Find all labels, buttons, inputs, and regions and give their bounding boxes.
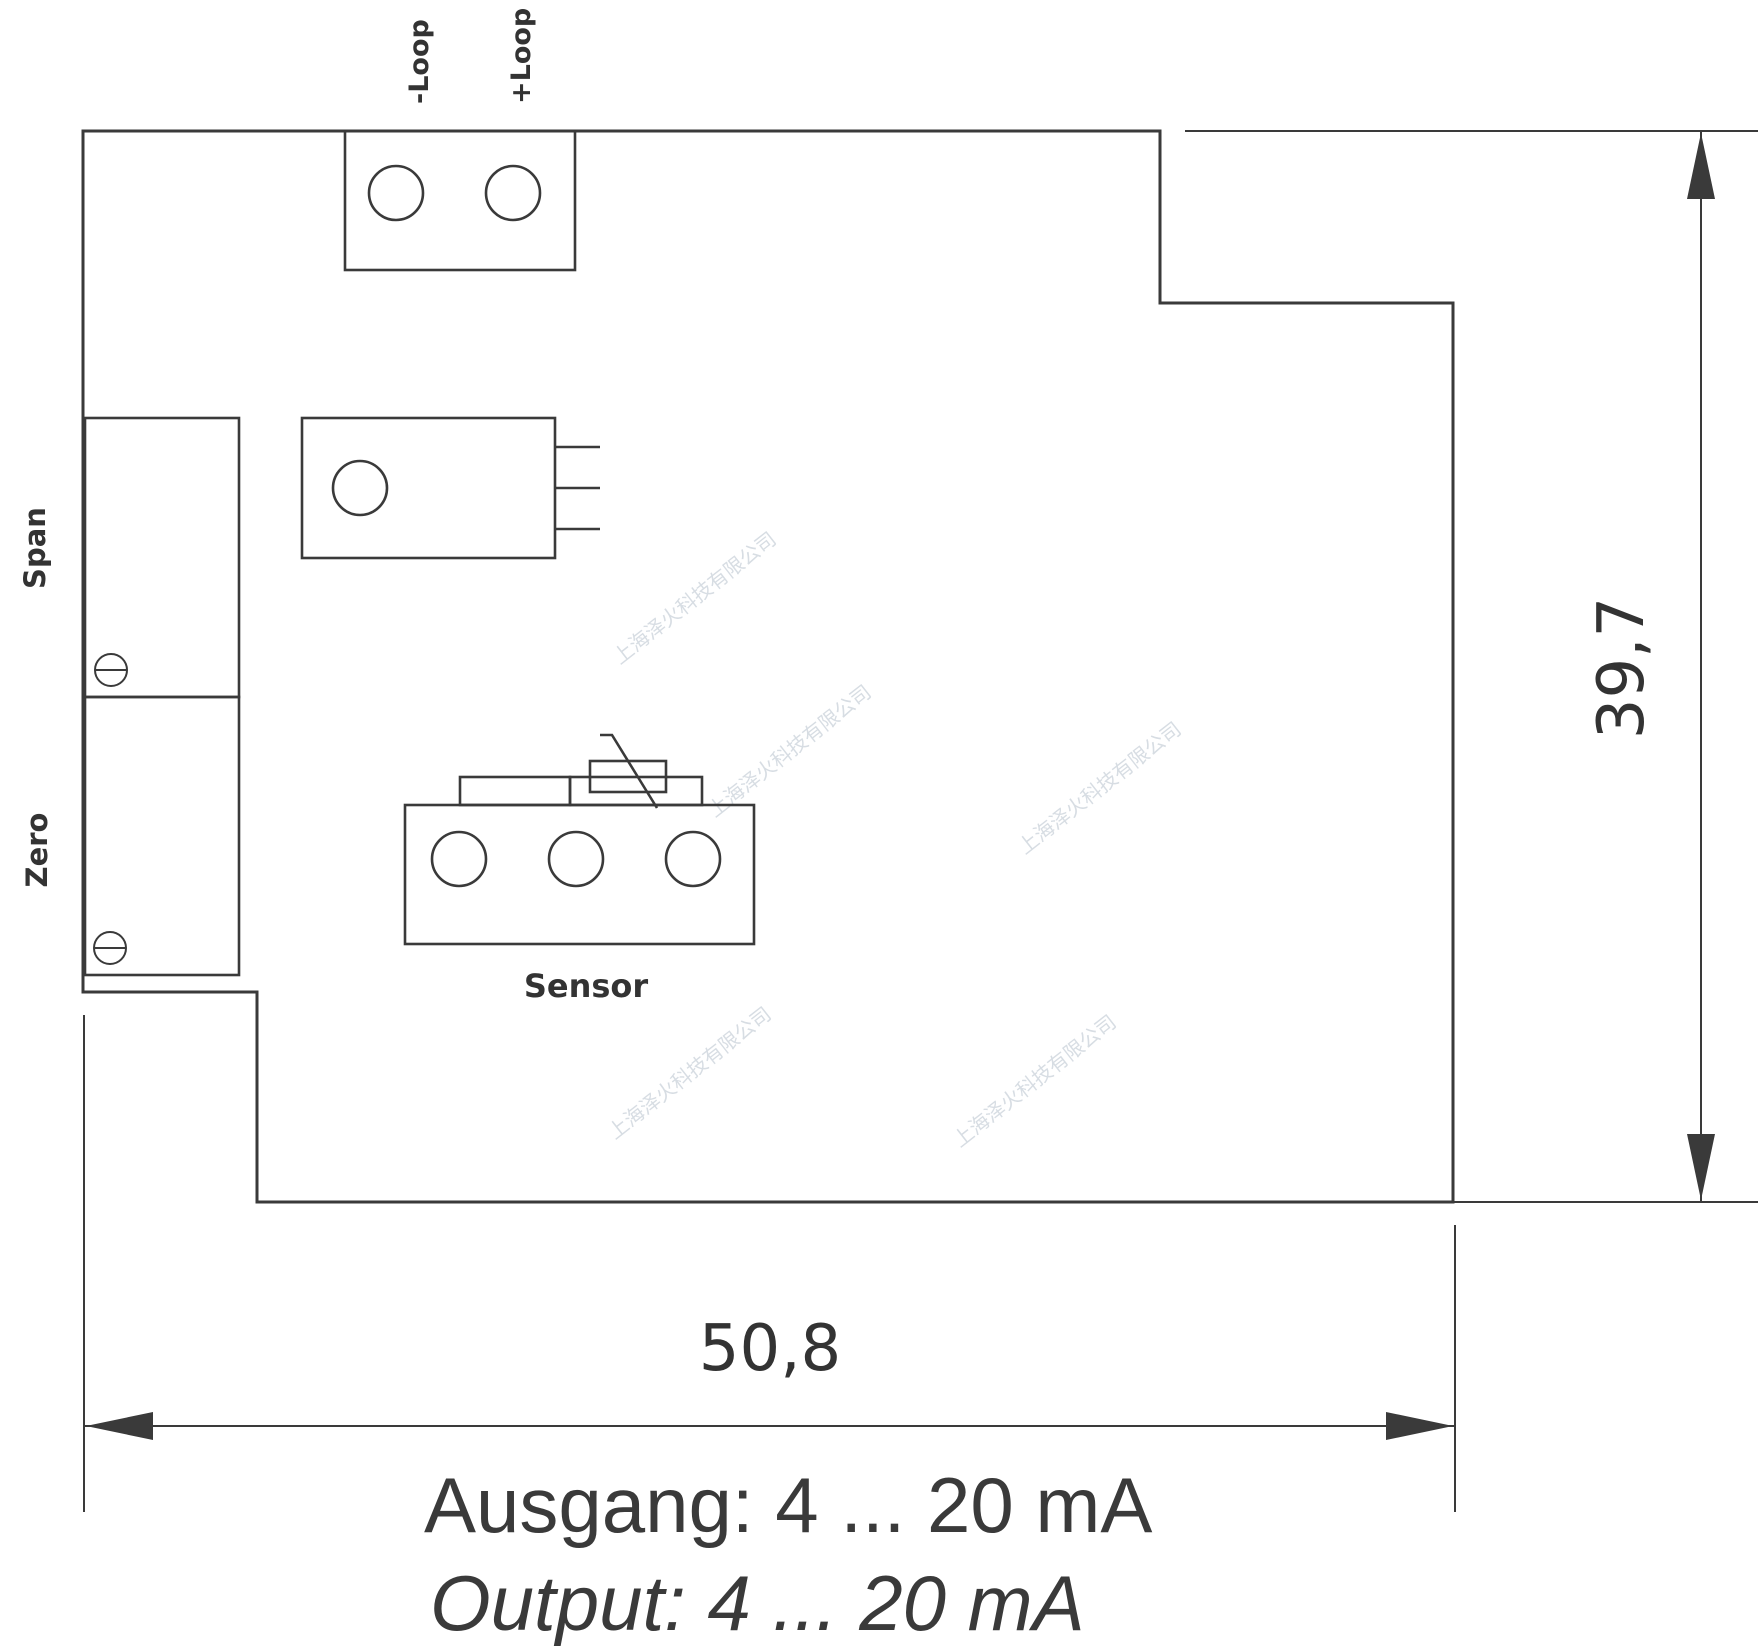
sensor-terminal-housing xyxy=(403,803,756,946)
width-arrow-right-icon xyxy=(1386,1412,1453,1440)
width-dimension xyxy=(83,1015,1456,1512)
zero-potentiometer xyxy=(83,695,241,977)
watermark-3: 上海泽火科技有限公司 xyxy=(1013,717,1185,859)
watermark-5: 上海泽火科技有限公司 xyxy=(948,1010,1120,1152)
led-component xyxy=(300,416,600,560)
sensor-terminal-3-icon xyxy=(664,830,722,888)
height-arrow-top-icon xyxy=(1687,133,1715,199)
height-dimension-value: 39,7 xyxy=(1585,597,1659,740)
sensor-bridge-left xyxy=(458,775,572,807)
watermark-1: 上海泽火科技有限公司 xyxy=(608,527,780,669)
watermark-4: 上海泽火科技有限公司 xyxy=(603,1002,775,1144)
loop-plus-terminal-icon xyxy=(484,164,542,222)
loop-terminal-block xyxy=(343,129,577,272)
potentiometer-block xyxy=(83,416,241,977)
sensor-bridge-right xyxy=(568,775,704,807)
thermistor-arrow xyxy=(600,733,659,809)
height-dimension xyxy=(1185,130,1758,1203)
span-label: Span xyxy=(18,507,52,589)
sensor-terminal-block xyxy=(403,733,756,946)
sensor-label: Sensor xyxy=(524,967,649,1005)
led-component-body xyxy=(300,416,557,560)
width-dimension-value: 50,8 xyxy=(699,1312,842,1386)
loop-minus-label: -Loop xyxy=(404,19,435,104)
loop-minus-terminal-icon xyxy=(367,164,425,222)
watermark-2: 上海泽火科技有限公司 xyxy=(703,680,875,822)
output-caption-german: Ausgang: 4 ... 20 mA xyxy=(424,1461,1152,1549)
board-outline xyxy=(81,129,1455,1204)
zero-label: Zero xyxy=(20,813,54,888)
led-icon xyxy=(331,459,389,517)
output-caption-english: Output: 4 ... 20 mA xyxy=(430,1559,1085,1647)
loop-terminal-housing xyxy=(343,129,577,272)
width-arrow-left-icon xyxy=(86,1412,153,1440)
sensor-terminal-2-icon xyxy=(547,830,605,888)
watermarks: 上海泽火科技有限公司 上海泽火科技有限公司 上海泽火科技有限公司 上海泽火科技有… xyxy=(603,527,1185,1152)
sensor-terminal-1-icon xyxy=(430,830,488,888)
loop-plus-label: +Loop xyxy=(506,8,537,104)
height-arrow-bottom-icon xyxy=(1687,1134,1715,1200)
